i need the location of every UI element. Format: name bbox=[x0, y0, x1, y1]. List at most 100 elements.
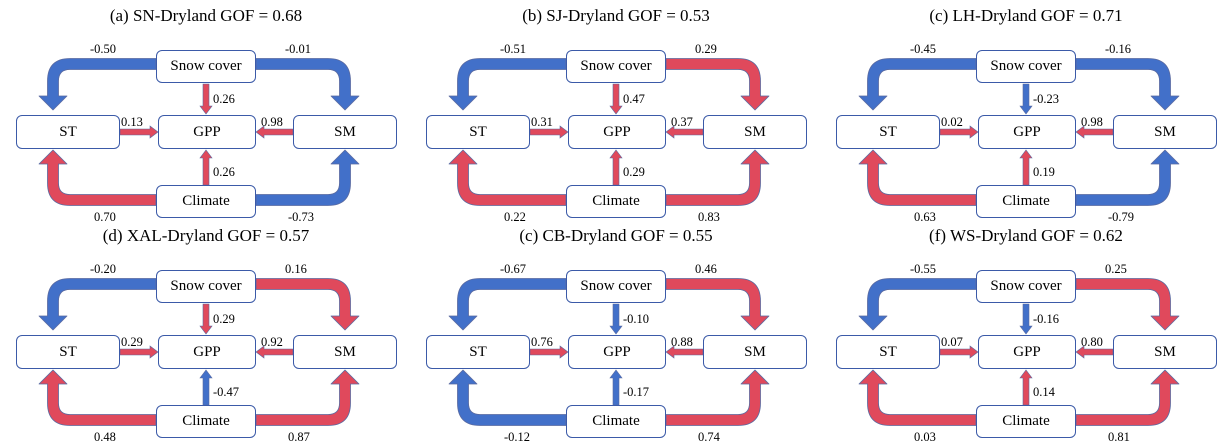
arrow-snow-to-st bbox=[858, 278, 977, 331]
arrow-snow-to-gpp bbox=[609, 83, 623, 115]
arrow-st-to-gpp bbox=[119, 125, 159, 139]
arrow-sm-to-gpp bbox=[665, 125, 704, 139]
coef-climate-sm: -0.79 bbox=[1108, 210, 1135, 224]
node-snow-cover: Snow cover bbox=[566, 50, 666, 83]
node-st: ST bbox=[16, 335, 120, 369]
coef-climate-st: 0.70 bbox=[94, 210, 116, 224]
arrow-climate-to-sm bbox=[1075, 149, 1180, 206]
node-snow-cover: Snow cover bbox=[156, 50, 256, 83]
coef-climate-sm: 0.87 bbox=[288, 430, 310, 444]
coef-snow-gpp: -0.23 bbox=[1033, 92, 1060, 106]
node-climate: Climate bbox=[566, 185, 666, 218]
coef-climate-sm: 0.81 bbox=[1108, 430, 1130, 444]
panel-title: (b) SJ-Dryland GOF = 0.53 bbox=[522, 6, 710, 25]
path-arrows bbox=[448, 278, 770, 426]
arrow-sm-to-gpp bbox=[1075, 125, 1114, 139]
arrow-climate-to-sm bbox=[255, 149, 360, 206]
coef-st-gpp: 0.02 bbox=[941, 115, 963, 129]
arrow-st-to-gpp bbox=[119, 345, 159, 359]
node-sm: SM bbox=[1113, 115, 1217, 149]
arrow-sm-to-gpp bbox=[255, 345, 294, 359]
node-snow-cover: Snow cover bbox=[976, 50, 1076, 83]
arrow-snow-to-sm bbox=[255, 58, 360, 111]
arrow-climate-to-gpp bbox=[609, 149, 623, 186]
node-st: ST bbox=[836, 335, 940, 369]
arrow-snow-to-st bbox=[38, 278, 157, 331]
arrow-snow-to-gpp bbox=[1019, 303, 1033, 335]
arrow-snow-to-st bbox=[448, 278, 567, 331]
node-st: ST bbox=[16, 115, 120, 149]
coef-climate-gpp: 0.26 bbox=[213, 165, 235, 179]
arrow-climate-to-st bbox=[38, 369, 157, 426]
node-sm: SM bbox=[703, 335, 807, 369]
arrow-st-to-gpp bbox=[939, 125, 979, 139]
arrow-climate-to-st bbox=[448, 369, 567, 426]
arrow-snow-to-st bbox=[858, 58, 977, 111]
coef-st-gpp: 0.29 bbox=[121, 335, 143, 349]
panel-title: (f) WS-Dryland GOF = 0.62 bbox=[929, 226, 1123, 245]
node-snow-cover: Snow cover bbox=[566, 270, 666, 303]
node-sm: SM bbox=[1113, 335, 1217, 369]
arrow-climate-to-sm bbox=[665, 369, 770, 426]
coef-climate-st: -0.12 bbox=[504, 430, 531, 444]
coef-snow-st: -0.20 bbox=[90, 262, 117, 276]
path-arrows bbox=[448, 58, 770, 206]
coef-climate-gpp: 0.29 bbox=[623, 165, 645, 179]
node-gpp: GPP bbox=[158, 335, 256, 369]
coef-sm-gpp: 0.88 bbox=[671, 335, 693, 349]
coef-snow-sm: 0.25 bbox=[1105, 262, 1127, 276]
arrow-snow-to-sm bbox=[1075, 278, 1180, 331]
node-sm: SM bbox=[293, 115, 397, 149]
coef-snow-sm: 0.16 bbox=[285, 262, 307, 276]
path-arrows bbox=[38, 278, 360, 426]
arrow-sm-to-gpp bbox=[255, 125, 294, 139]
coef-sm-gpp: 0.80 bbox=[1081, 335, 1103, 349]
coef-snow-sm: 0.29 bbox=[695, 42, 717, 56]
coef-climate-gpp: 0.14 bbox=[1033, 385, 1055, 399]
coef-sm-gpp: 0.92 bbox=[261, 335, 283, 349]
coef-sm-gpp: 0.98 bbox=[261, 115, 283, 129]
path-arrows bbox=[858, 278, 1180, 426]
coef-snow-st: -0.50 bbox=[90, 42, 117, 56]
coef-climate-st: 0.63 bbox=[914, 210, 936, 224]
node-gpp: GPP bbox=[978, 115, 1076, 149]
node-climate: Climate bbox=[156, 185, 256, 218]
coef-climate-st: 0.22 bbox=[504, 210, 526, 224]
coef-snow-st: -0.51 bbox=[500, 42, 527, 56]
node-st: ST bbox=[426, 115, 530, 149]
path-arrows bbox=[858, 58, 1180, 206]
coef-climate-st: 0.48 bbox=[94, 430, 116, 444]
arrow-climate-to-sm bbox=[1075, 369, 1180, 426]
arrow-snow-to-sm bbox=[665, 58, 770, 111]
coef-st-gpp: 0.31 bbox=[531, 115, 553, 129]
arrow-snow-to-st bbox=[38, 58, 157, 111]
arrow-climate-to-gpp bbox=[199, 369, 213, 406]
node-st: ST bbox=[426, 335, 530, 369]
coef-snow-gpp: 0.26 bbox=[213, 92, 235, 106]
arrow-sm-to-gpp bbox=[665, 345, 704, 359]
node-snow-cover: Snow cover bbox=[976, 270, 1076, 303]
coef-climate-sm: 0.83 bbox=[698, 210, 720, 224]
coef-sm-gpp: 0.37 bbox=[671, 115, 693, 129]
node-snow-cover: Snow cover bbox=[156, 270, 256, 303]
path-arrows bbox=[38, 58, 360, 206]
coef-st-gpp: 0.07 bbox=[941, 335, 963, 349]
coef-snow-st: -0.55 bbox=[910, 262, 937, 276]
panel-title: (c) CB-Dryland GOF = 0.55 bbox=[519, 226, 713, 245]
coef-snow-gpp: -0.16 bbox=[1033, 312, 1060, 326]
arrow-climate-to-gpp bbox=[1019, 149, 1033, 186]
arrow-snow-to-sm bbox=[665, 278, 770, 331]
node-gpp: GPP bbox=[978, 335, 1076, 369]
arrow-snow-to-st bbox=[448, 58, 567, 111]
arrow-climate-to-sm bbox=[665, 149, 770, 206]
coef-climate-sm: -0.73 bbox=[288, 210, 315, 224]
arrow-snow-to-sm bbox=[1075, 58, 1180, 111]
arrow-climate-to-st bbox=[38, 149, 157, 206]
coef-snow-sm: 0.46 bbox=[695, 262, 717, 276]
node-gpp: GPP bbox=[568, 115, 666, 149]
arrow-climate-to-st bbox=[448, 149, 567, 206]
